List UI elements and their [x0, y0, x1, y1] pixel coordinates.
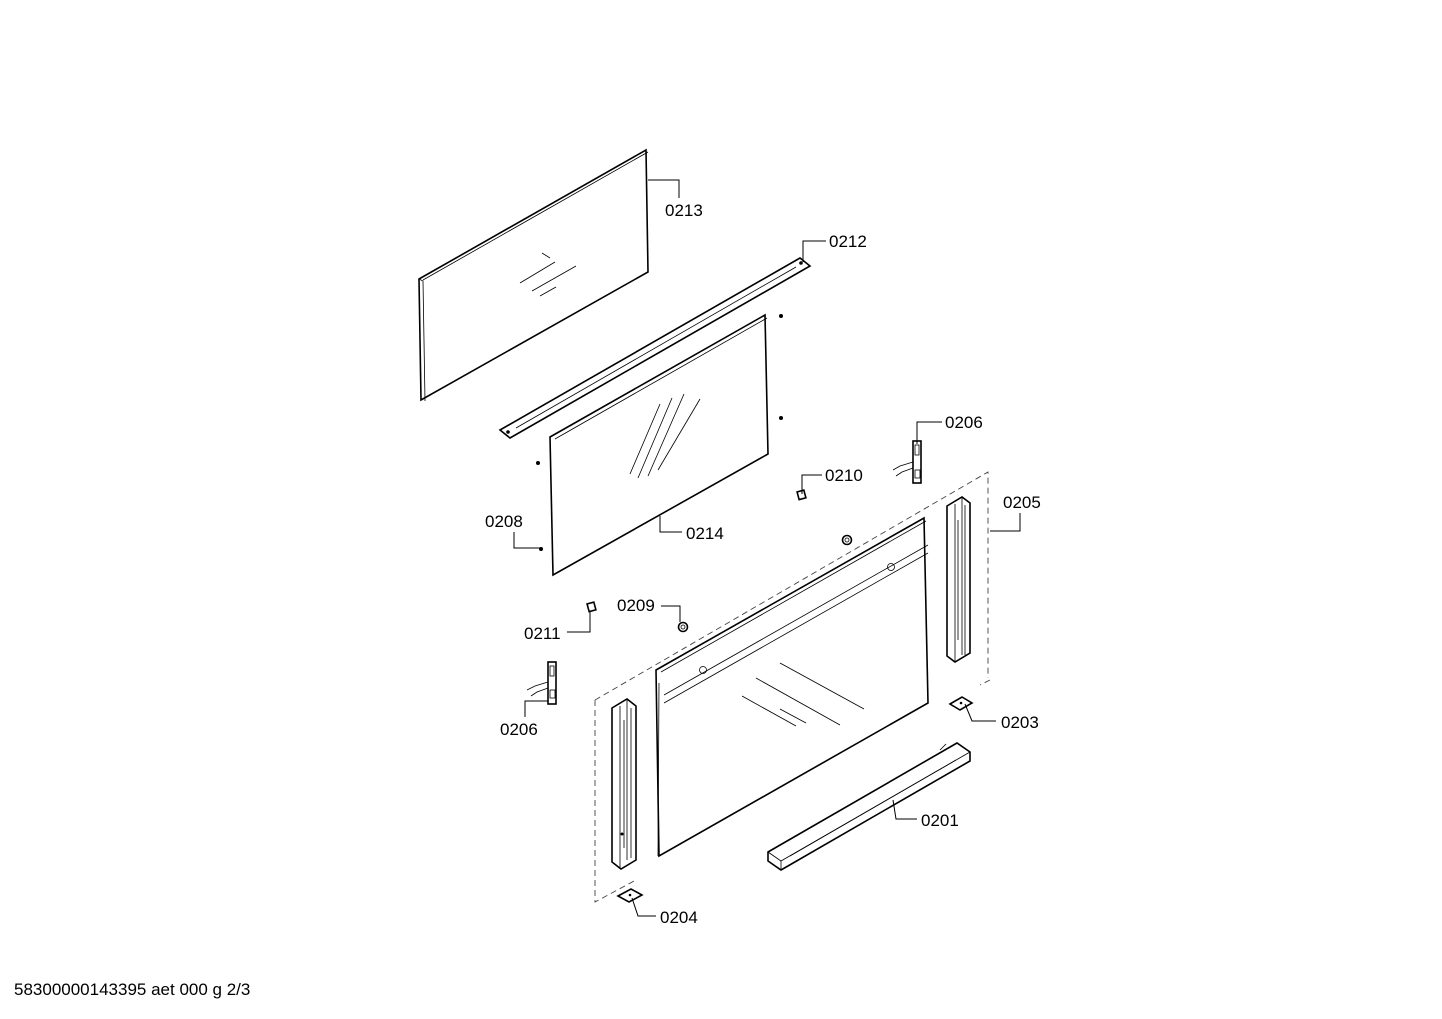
callout-0206-left: 0206: [500, 720, 538, 739]
part-0201-handle: [767, 742, 971, 871]
part-0205-front-door: [655, 516, 929, 858]
part-0206-hinge-left: [526, 661, 557, 705]
callout-0204: 0204: [660, 908, 698, 927]
part-0214-middle-glass: [549, 313, 769, 577]
part-0203-plate: [948, 696, 974, 711]
part-0206-hinge-top: [892, 440, 922, 484]
callout-0201: 0201: [921, 811, 959, 830]
callout-0210: 0210: [825, 466, 863, 485]
callout-0205: 0205: [1003, 493, 1041, 512]
part-0212-glass-strip: [498, 257, 812, 439]
part-0211-block: [586, 601, 597, 613]
callout-0208: 0208: [485, 512, 523, 531]
diagram-reference-footer: 58300000143395 aet 000 g 2/3: [14, 980, 251, 999]
callout-0214: 0214: [686, 524, 724, 543]
callout-0209: 0209: [617, 596, 655, 615]
callout-0212: 0212: [829, 232, 867, 251]
part-0204-plate: [616, 888, 644, 903]
callout-0211: 0211: [524, 624, 561, 643]
callout-0206-top: 0206: [945, 413, 983, 432]
callout-0213: 0213: [665, 201, 703, 220]
part-0205-right-profile: [946, 496, 971, 663]
part-0209-knob: [677, 534, 853, 633]
part-0213-rear-glass: [418, 148, 649, 402]
part-0210-block: [796, 489, 807, 501]
leader-lines: [513, 179, 1021, 917]
assembly-outline-dashed: [594, 471, 991, 903]
callout-0203: 0203: [1001, 713, 1039, 732]
part-0205-left-profile: [611, 698, 637, 870]
